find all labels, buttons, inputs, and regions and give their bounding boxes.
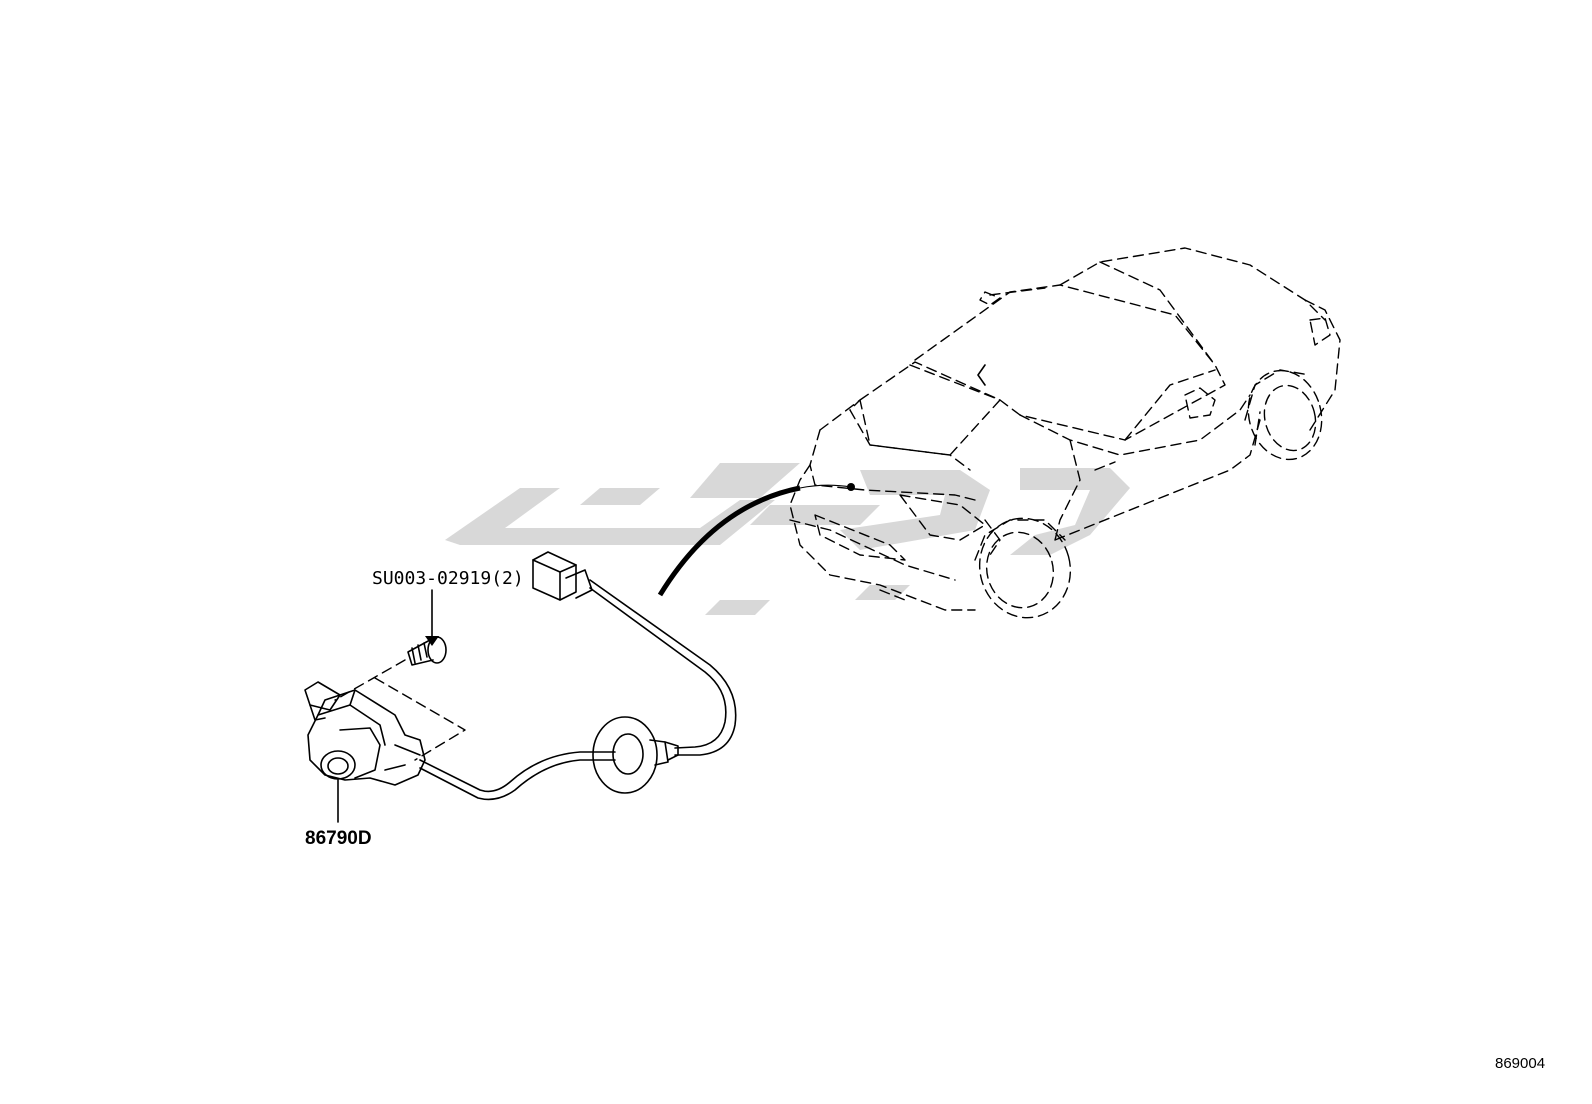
rear-camera-assembly: [304, 681, 426, 823]
watermark-logo: [445, 463, 1130, 615]
camera-cable: [419, 579, 737, 801]
bolt-part-number: SU003-02919(2): [372, 568, 524, 589]
catalog-number: 869004: [1495, 1055, 1546, 1072]
cable-grommet: [592, 716, 679, 794]
alignment-guides: [334, 659, 466, 761]
harness-connector: [532, 551, 593, 601]
location-pointer: [657, 483, 855, 597]
mounting-bolt: [407, 589, 447, 666]
camera-part-number: 86790D: [305, 828, 372, 849]
vehicle-outline: [789, 247, 1341, 619]
